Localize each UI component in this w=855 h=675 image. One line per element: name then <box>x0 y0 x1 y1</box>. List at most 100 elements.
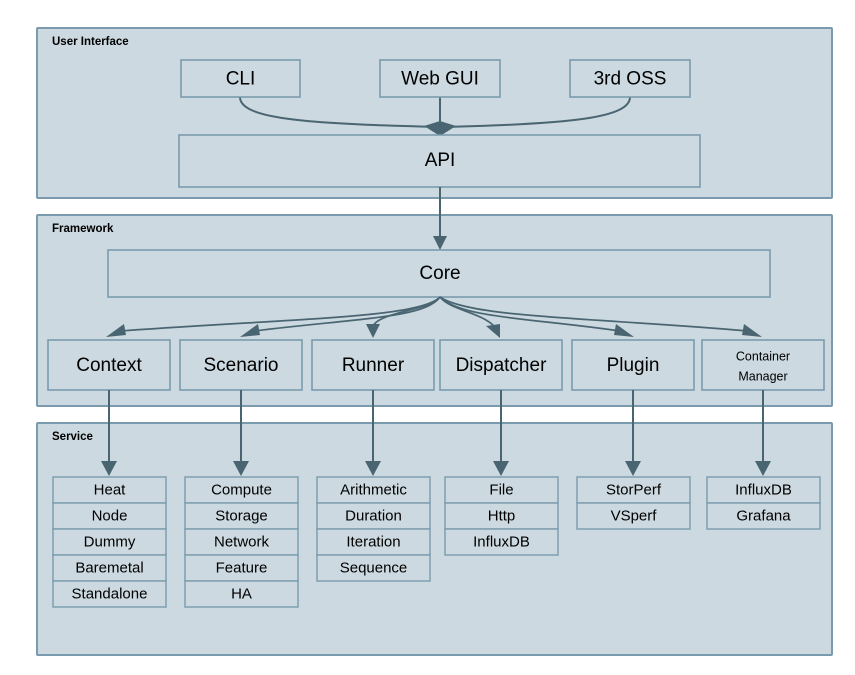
arrowhead-dispatcher-services-input <box>493 461 509 476</box>
service-column-container-manager: InfluxDB Grafana <box>706 476 821 530</box>
node-core[interactable]: Core <box>107 249 771 298</box>
api-label: API <box>425 150 456 171</box>
service-cell-box[interactable] <box>316 554 431 582</box>
node-cli[interactable]: CLI <box>180 59 301 98</box>
context-box[interactable] <box>47 339 171 391</box>
service-cell-box[interactable] <box>706 502 821 530</box>
service-cell-box[interactable] <box>184 554 299 582</box>
node-dispatcher[interactable]: Dispatcher <box>439 339 563 391</box>
node-runner[interactable]: Runner <box>311 339 435 391</box>
service-cell-box[interactable] <box>52 502 167 530</box>
edges-core-to-modules <box>106 296 762 338</box>
scenario-label: Scenario <box>204 355 279 376</box>
arrowhead-context-input <box>106 324 126 337</box>
edge-core-to-runner <box>372 296 441 327</box>
core-box[interactable] <box>107 249 771 298</box>
service-cell-label: Grafana <box>736 507 791 524</box>
web-gui-label: Web GUI <box>401 69 479 90</box>
service-cell-box[interactable] <box>444 502 559 530</box>
service-cell-label: File <box>489 481 513 498</box>
service-cell-label: Network <box>214 533 270 550</box>
web-gui-box[interactable] <box>379 59 501 98</box>
arrowhead-runner-services-input <box>365 461 381 476</box>
plugin-label: Plugin <box>607 355 660 376</box>
edges-modules-to-services <box>101 390 771 476</box>
service-panel-label: Service <box>52 431 93 443</box>
service-cell-box[interactable] <box>444 528 559 556</box>
node-plugin[interactable]: Plugin <box>571 339 695 391</box>
arrowhead-container-manager-services-input <box>755 461 771 476</box>
cli-box[interactable] <box>180 59 301 98</box>
service-cell-label: Storage <box>215 507 268 524</box>
edge-cli-to-api <box>239 96 441 128</box>
core-label: Core <box>419 263 460 284</box>
service-cell-box[interactable] <box>184 580 299 608</box>
service-cell-label: Iteration <box>346 533 400 550</box>
service-cell-label: Standalone <box>72 585 148 602</box>
service-cell-box[interactable] <box>52 554 167 582</box>
service-cell-box[interactable] <box>52 476 167 504</box>
runner-label: Runner <box>342 355 405 376</box>
context-label: Context <box>76 355 142 376</box>
edge-third-oss-to-api <box>442 96 631 128</box>
service-cell-label: InfluxDB <box>735 481 792 498</box>
arrowhead-api-input <box>424 121 456 136</box>
service-cell-box[interactable] <box>52 580 167 608</box>
service-column-dispatcher: File Http InfluxDB <box>444 476 559 556</box>
service-cell-label: Arithmetic <box>340 481 407 498</box>
service-cell-label: VSperf <box>611 507 658 524</box>
service-cell-label: Node <box>92 507 128 524</box>
service-cell-label: InfluxDB <box>473 533 530 550</box>
dispatcher-label: Dispatcher <box>456 355 547 376</box>
service-cell-box[interactable] <box>184 528 299 556</box>
node-scenario[interactable]: Scenario <box>179 339 303 391</box>
edge-api-to-core <box>433 187 447 250</box>
api-box[interactable] <box>178 134 701 188</box>
scenario-box[interactable] <box>179 339 303 391</box>
arrowhead-plugin-input <box>614 324 634 337</box>
service-cell-label: StorPerf <box>606 481 662 498</box>
service-cell-label: Duration <box>345 507 402 524</box>
arrowhead-scenario-input <box>240 324 260 337</box>
service-cell-label: Baremetal <box>75 559 143 576</box>
user-interface-panel-label: User Interface <box>52 36 129 48</box>
edges-clients-to-api <box>239 96 631 136</box>
arrowhead-dispatcher-input <box>486 324 500 338</box>
service-cell-label: Sequence <box>340 559 408 576</box>
arrowhead-container-manager-input <box>742 324 762 337</box>
container-manager-label-line2: Manager <box>738 369 787 383</box>
service-cell-label: Feature <box>216 559 268 576</box>
arrowhead-scenario-services-input <box>233 461 249 476</box>
framework-panel-label: Framework <box>52 223 114 235</box>
service-column-context: Heat Node Dummy Baremetal Standalone <box>52 476 167 608</box>
node-web-gui[interactable]: Web GUI <box>379 59 501 98</box>
cli-label: CLI <box>226 69 256 90</box>
node-container-manager[interactable]: Container Manager <box>701 339 825 391</box>
arrowhead-plugin-services-input <box>625 461 641 476</box>
service-cell-label: Http <box>488 507 516 524</box>
edge-core-to-container-manager <box>439 296 749 332</box>
arrowhead-context-services-input <box>101 461 117 476</box>
service-cell-label: Dummy <box>84 533 136 550</box>
arrowhead-core-input <box>433 236 447 250</box>
edge-core-to-plugin <box>439 296 621 332</box>
container-manager-box[interactable] <box>701 339 825 391</box>
node-context[interactable]: Context <box>47 339 171 391</box>
service-column-scenario: Compute Storage Network Feature HA <box>184 476 299 608</box>
service-cell-label: HA <box>231 585 252 602</box>
service-cell-box[interactable] <box>52 528 167 556</box>
arrowhead-runner-input <box>366 324 380 338</box>
container-manager-label-line1: Container <box>736 349 790 363</box>
service-cell-label: Compute <box>211 481 272 498</box>
service-column-plugin: StorPerf VSperf <box>576 476 691 530</box>
service-column-runner: Arithmetic Duration Iteration Sequence <box>316 476 431 582</box>
service-cell-box[interactable] <box>576 502 691 530</box>
edge-core-to-scenario <box>253 296 441 332</box>
third-oss-box[interactable] <box>569 59 691 98</box>
service-cell-box[interactable] <box>576 476 691 504</box>
third-oss-label: 3rd OSS <box>594 69 667 90</box>
node-api[interactable]: API <box>178 134 701 188</box>
node-third-oss[interactable]: 3rd OSS <box>569 59 691 98</box>
